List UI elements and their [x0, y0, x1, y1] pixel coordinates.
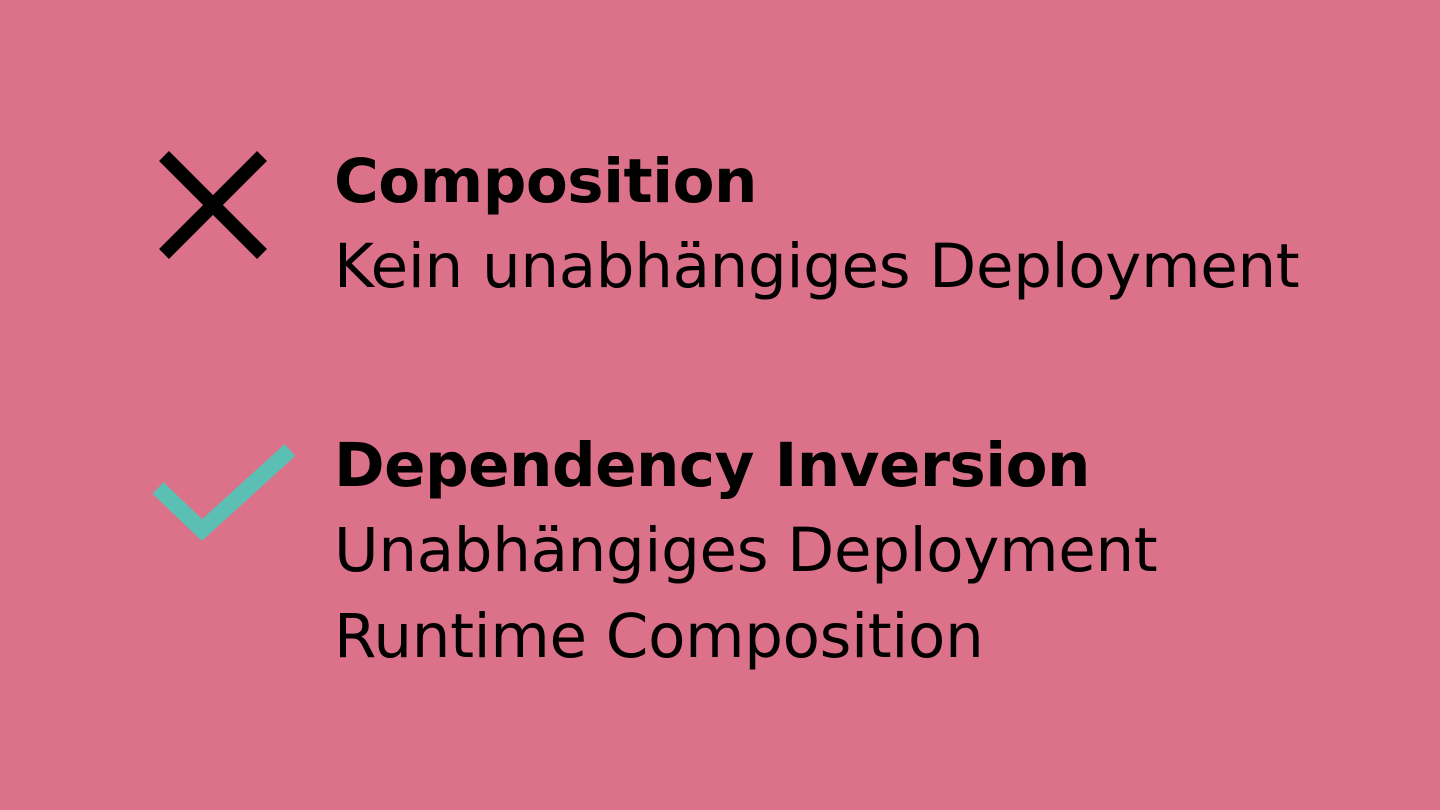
item-text: Composition Kein unabhängiges Deployment [334, 140, 1414, 310]
item-description: Runtime Composition [334, 601, 984, 672]
item-description: Unabhängiges Deployment [334, 515, 1158, 586]
cross-icon [159, 151, 267, 259]
item-title: Dependency Inversion [334, 430, 1091, 501]
item-text: Dependency Inversion Unabhängiges Deploy… [334, 424, 1414, 680]
item-description: Kein unabhängiges Deployment [334, 231, 1300, 302]
item-title: Composition [334, 146, 757, 217]
check-icon [152, 444, 296, 541]
